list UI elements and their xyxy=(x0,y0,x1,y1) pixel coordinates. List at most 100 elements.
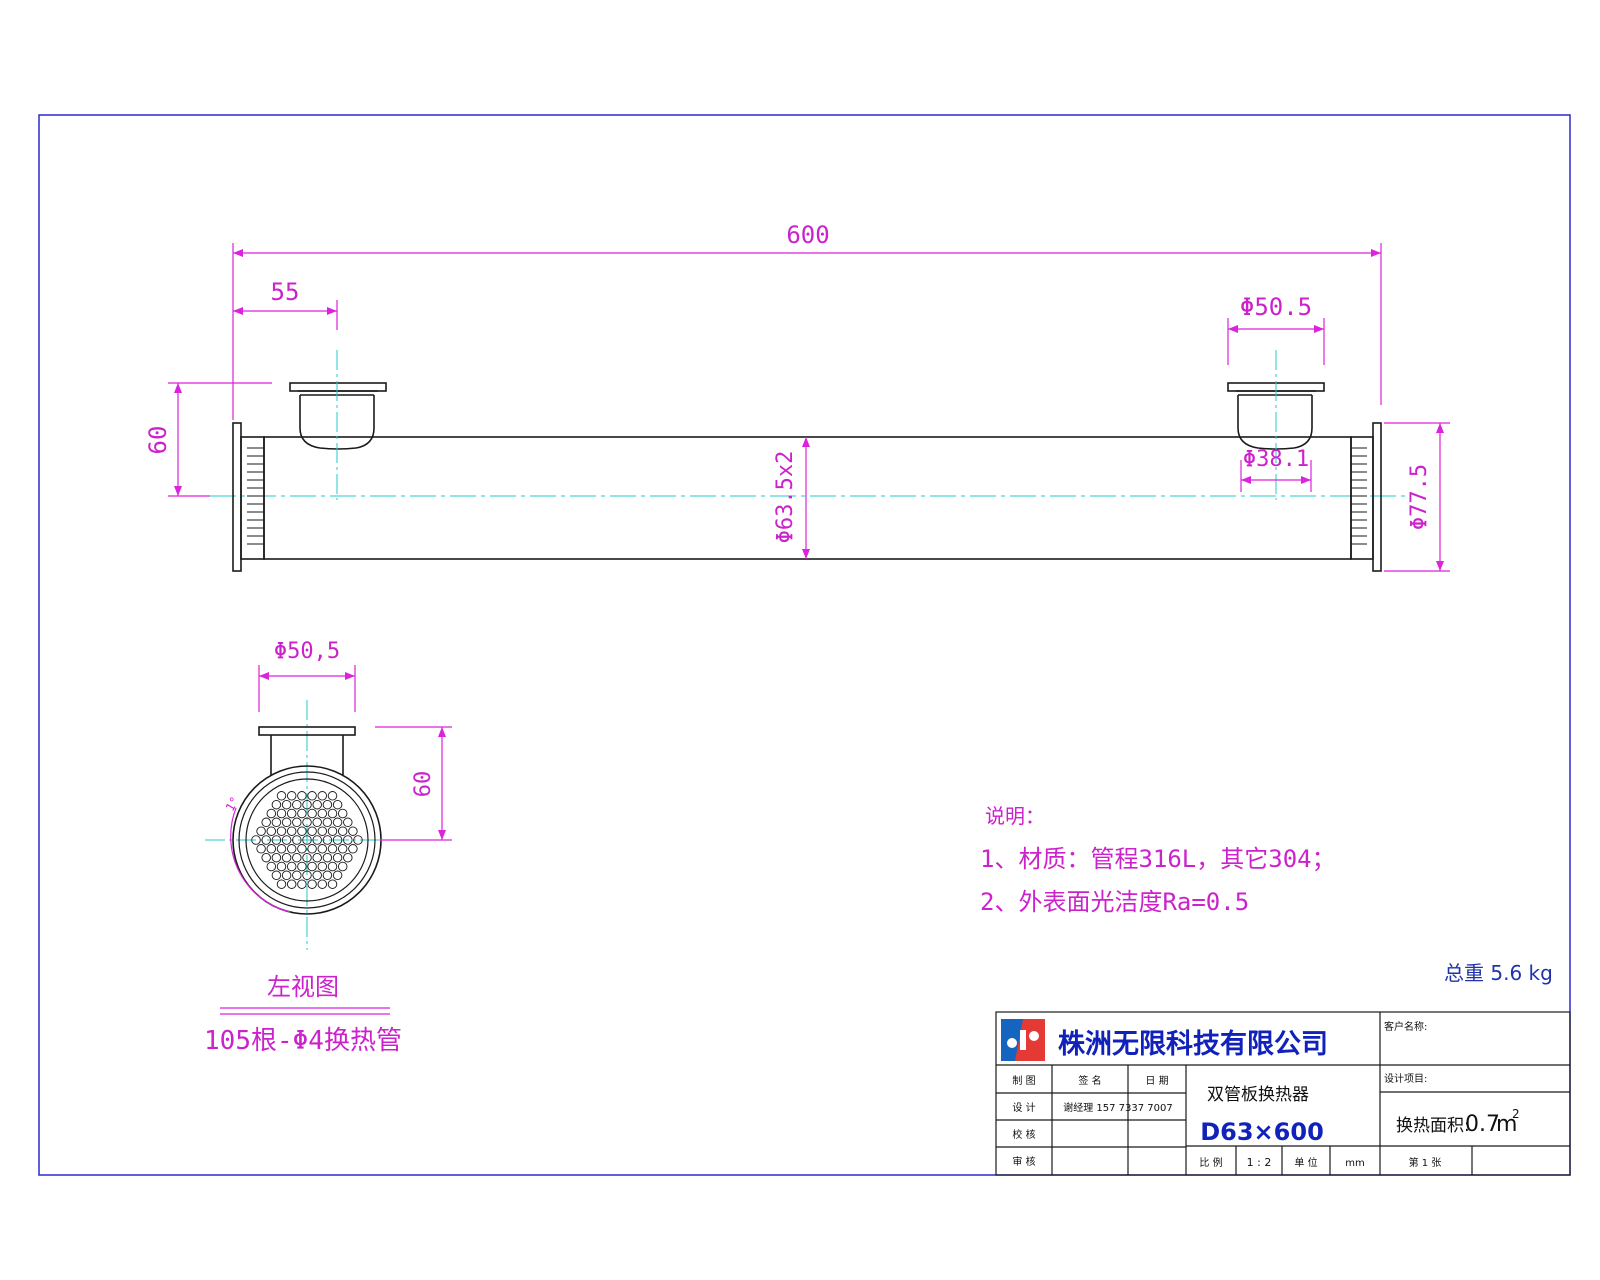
tube-hole xyxy=(292,852,302,863)
tube-hole xyxy=(327,861,338,872)
side-view-title: 左视图 xyxy=(267,973,339,1001)
row-0-role: 制 图 xyxy=(1012,1074,1035,1087)
tube-hole xyxy=(297,808,307,819)
note-2: 2、外表面光洁度Ra=0.5 xyxy=(980,888,1249,916)
tube-hole xyxy=(276,861,287,872)
tube-hole xyxy=(307,879,317,889)
tube-hole xyxy=(281,870,292,881)
tube-hole xyxy=(327,879,338,889)
row-3-role: 审 核 xyxy=(1012,1155,1035,1168)
scale-value: 1 : 2 xyxy=(1247,1156,1272,1169)
tube-hole xyxy=(337,826,348,836)
tube-hole xyxy=(332,835,343,845)
left-tube-sheet xyxy=(240,436,265,560)
dim-nozzle-inner-dia: Φ38.1 xyxy=(1243,447,1309,472)
tube-hole xyxy=(322,799,333,810)
front-view xyxy=(210,350,1410,572)
row-1-sign: 谢经理 157 7337 7007 xyxy=(1063,1101,1173,1114)
right-tube-sheet xyxy=(1350,436,1374,560)
tube-hole xyxy=(302,817,312,828)
tube-hole xyxy=(302,799,312,810)
shell-body xyxy=(263,436,1352,560)
side-flange-mid xyxy=(238,771,376,909)
area-sup: 2 xyxy=(1512,1107,1520,1121)
tube-hole xyxy=(271,817,282,828)
tube-hole xyxy=(317,844,328,854)
front-dimension-labels: 600 55 60 Φ50.5 Φ38.1 Φ63.5x2 Φ77.5 xyxy=(144,221,1432,543)
side-dimension-labels: Φ50,5 60 1° xyxy=(223,639,436,814)
company-name: 株洲无限科技有限公司 xyxy=(1058,1029,1328,1060)
tube-hole xyxy=(281,799,292,810)
tube-hole xyxy=(286,844,297,854)
tube-hole xyxy=(276,791,287,801)
tube-hole xyxy=(276,808,287,819)
unit-label: 单 位 xyxy=(1294,1156,1317,1169)
tube-hole xyxy=(317,861,328,872)
sheet-label: 第 1 张 xyxy=(1409,1156,1442,1169)
tube-hole xyxy=(327,791,338,801)
tube-hole xyxy=(343,817,353,828)
tube-hole xyxy=(292,870,302,881)
tube-hole xyxy=(261,852,271,863)
left-end-flange xyxy=(232,422,242,572)
scale-label: 比 例 xyxy=(1199,1156,1222,1169)
tube-hole xyxy=(317,879,328,889)
tube-hole xyxy=(332,852,343,863)
tube-hole xyxy=(286,826,297,836)
tube-hole xyxy=(292,835,302,845)
tube-hole xyxy=(322,835,333,845)
tube-hole xyxy=(307,791,317,801)
tube-hole xyxy=(327,844,338,854)
dim-shell-dia: Φ63.5x2 xyxy=(773,451,798,544)
side-nozzle-flange xyxy=(258,726,356,736)
tube-hole xyxy=(307,844,317,854)
side-tube-sheet xyxy=(245,778,369,902)
tube-hole xyxy=(266,861,277,872)
right-tube-ends xyxy=(1351,447,1367,545)
tube-hole xyxy=(286,861,297,872)
tube-hole xyxy=(302,852,312,863)
product-name: 双管板换热器 xyxy=(1207,1085,1309,1105)
tube-hole xyxy=(261,817,271,828)
title-block xyxy=(995,1011,1571,1176)
dim-side-flange-dia: Φ50,5 xyxy=(274,639,340,664)
tube-hole xyxy=(256,826,266,836)
company-logo xyxy=(1001,1019,1045,1061)
dim-side-nozzle-height: 60 xyxy=(411,771,436,798)
side-view-caption: 左视图 105根-Φ4换热管 xyxy=(204,973,402,1056)
tube-hole xyxy=(343,835,353,845)
tube-hole xyxy=(348,844,358,854)
tube-hole xyxy=(307,861,317,872)
tube-hole xyxy=(297,879,307,889)
tube-hole xyxy=(256,844,266,854)
tube-hole xyxy=(337,861,348,872)
customer-label: 客户名称: xyxy=(1384,1020,1427,1033)
tube-hole xyxy=(297,861,307,872)
total-weight: 总重 5.6 kg xyxy=(1444,961,1553,985)
row-0-date: 日 期 xyxy=(1145,1075,1168,1087)
tube-hole xyxy=(312,799,322,810)
tube-hole xyxy=(317,808,328,819)
tube-hole xyxy=(286,879,297,889)
tube-hole xyxy=(297,791,307,801)
tube-hole xyxy=(312,835,322,845)
row-2-role: 校 核 xyxy=(1012,1128,1035,1141)
tube-hole xyxy=(261,835,271,845)
project-label: 设计项目: xyxy=(1384,1072,1427,1085)
tube-hole xyxy=(281,852,292,863)
tube-hole xyxy=(302,870,312,881)
tube-hole xyxy=(286,791,297,801)
notes: 说明： 1、材质：管程316L，其它304； 2、外表面光洁度Ra=0.5 xyxy=(980,804,1336,916)
unit-value: mm xyxy=(1345,1158,1364,1169)
tube-hole xyxy=(332,799,343,810)
tube-hole xyxy=(251,835,261,845)
tube-holes xyxy=(251,791,363,889)
tube-hole xyxy=(327,826,338,836)
tube-hole xyxy=(276,844,287,854)
tube-hole xyxy=(271,835,282,845)
dim-nozzle-height: 60 xyxy=(144,426,172,455)
dim-nozzle-offset: 55 xyxy=(271,278,300,306)
dim-end-flange-dia: Φ77.5 xyxy=(1407,464,1432,530)
tube-hole xyxy=(353,835,363,845)
